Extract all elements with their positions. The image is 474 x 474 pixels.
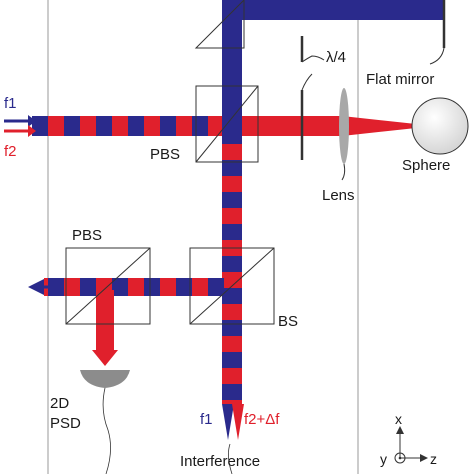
lambda-leader-lower (301, 73, 313, 91)
label-lambda: λ/4 (326, 49, 346, 66)
bs-cube (189, 247, 275, 325)
beam-vertical-lower (222, 136, 242, 404)
flat-mirror-leader (429, 47, 445, 65)
label-pbs-lower: PBS (72, 227, 102, 244)
lambda-leader (301, 55, 325, 63)
pbs-main-cube (195, 85, 259, 163)
label-psd-line2: PSD (50, 415, 81, 432)
upper-prism (194, 0, 245, 49)
arrow-f2-out (232, 404, 244, 440)
label-axis-z: z (430, 451, 437, 467)
beam-input-horizontal (32, 116, 232, 136)
arrow-in-icon (4, 115, 36, 137)
label-axis-y: y (380, 451, 387, 467)
sphere-icon (411, 97, 469, 155)
axis-icon (394, 426, 428, 464)
label-f1-out: f1 (200, 411, 213, 428)
beam-focus-cone (342, 116, 416, 136)
arrow-out-icon (28, 279, 44, 295)
lens-icon (339, 88, 349, 164)
label-bs: BS (278, 313, 298, 330)
label-lens: Lens (322, 187, 355, 204)
beam-vertical-pbs (222, 86, 242, 136)
label-interference: Interference (180, 453, 260, 470)
label-psd-line1: 2D (50, 395, 69, 412)
arrow-psd (92, 350, 118, 366)
psd-icon (80, 370, 130, 388)
psd-leader (102, 387, 111, 474)
label-f1-in: f1 (4, 95, 17, 112)
label-sphere: Sphere (402, 157, 450, 174)
beam-top-horizontal (232, 0, 444, 20)
beam-to-lens (232, 116, 342, 136)
label-f2-out: f2+Δf (244, 411, 280, 428)
arrow-f1-out (222, 404, 234, 440)
pbs-lower-cube (65, 247, 151, 325)
beam-lower-horizontal (44, 278, 224, 296)
label-flat-mirror: Flat mirror (366, 71, 434, 88)
label-axis-x: x (395, 411, 402, 427)
lens-leader (341, 163, 346, 181)
beam-to-psd (96, 290, 114, 350)
label-f2-in: f2 (4, 143, 17, 160)
interference-leader (228, 443, 233, 474)
label-pbs-main: PBS (150, 146, 180, 163)
